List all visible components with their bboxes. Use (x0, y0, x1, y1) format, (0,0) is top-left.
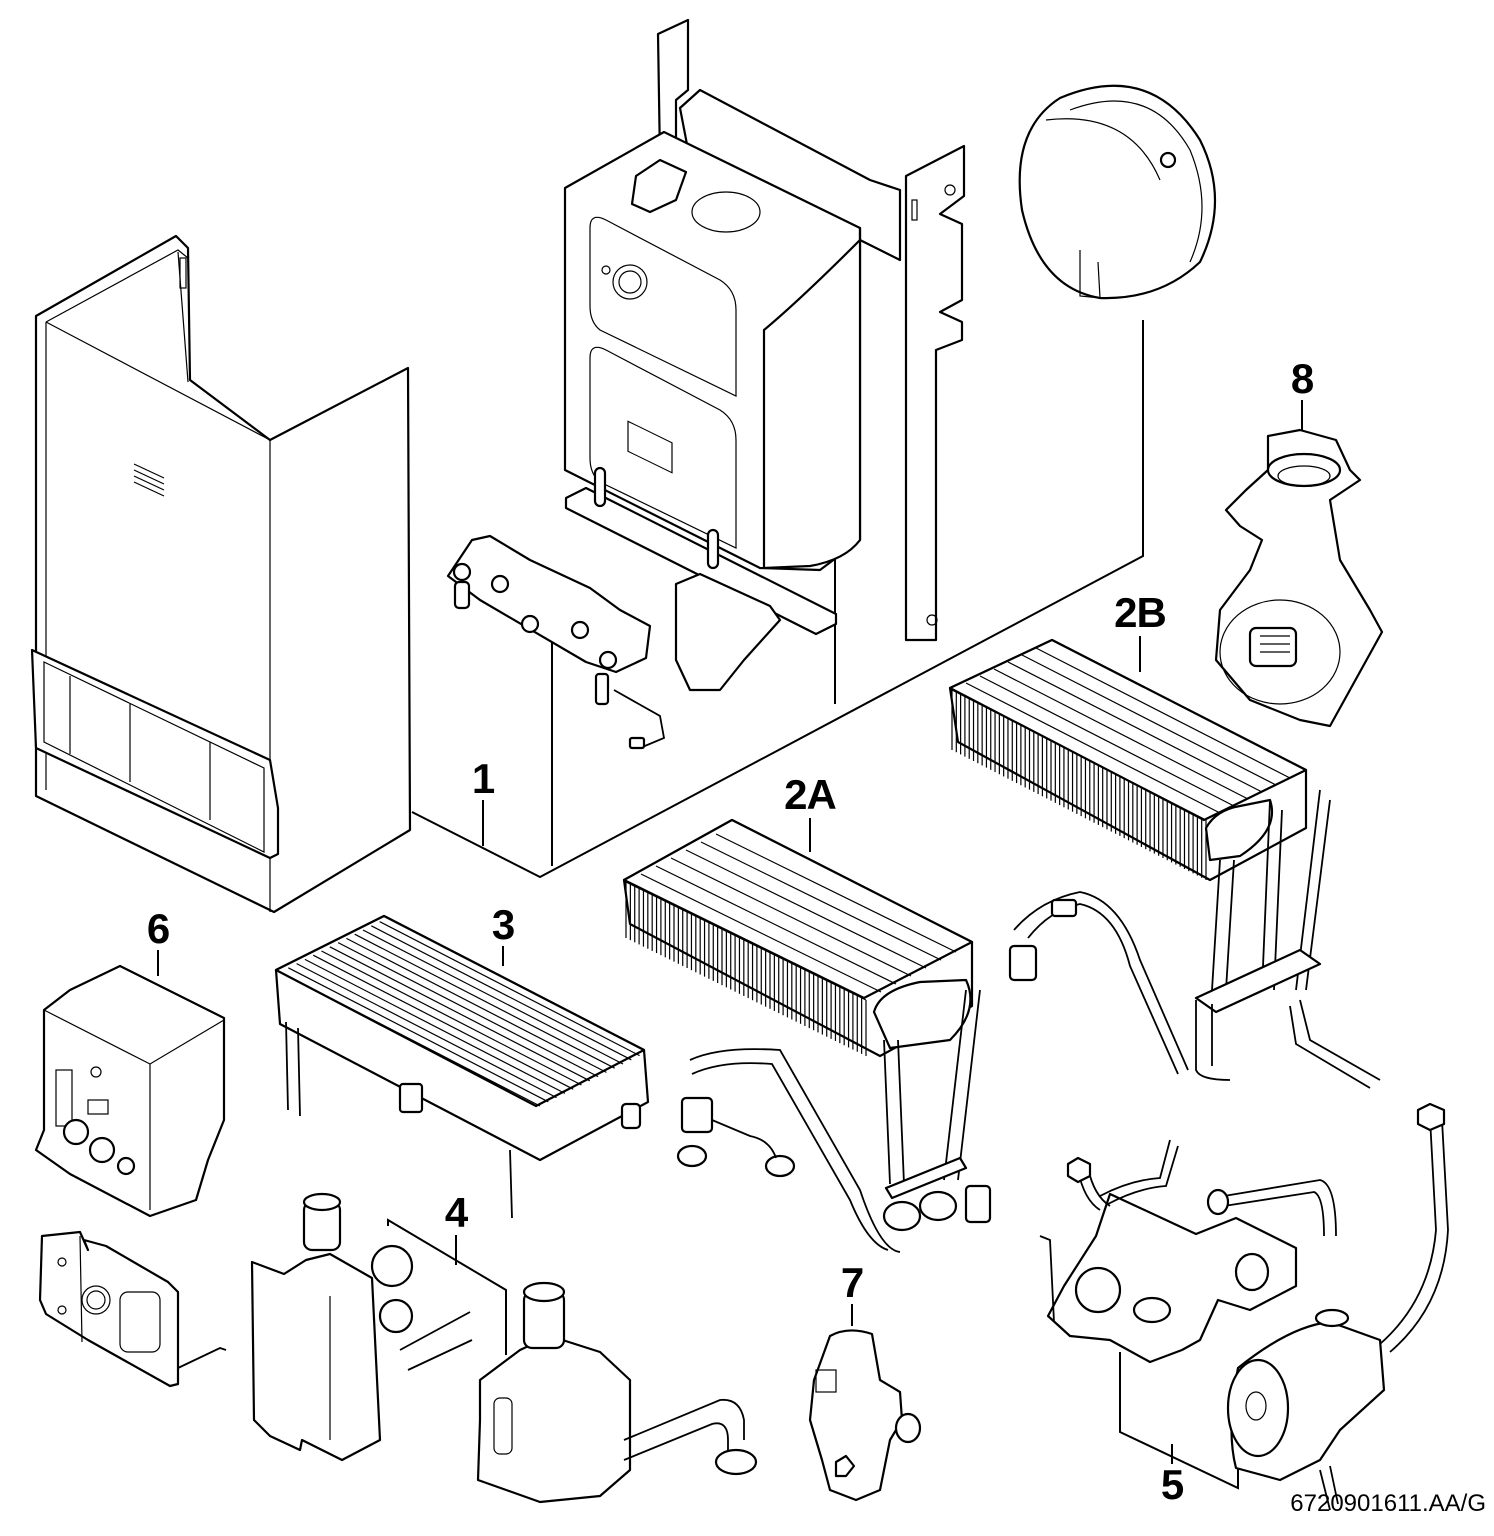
fin-row (362, 929, 624, 1065)
group-1-leader-lines (411, 320, 1144, 879)
burner-bars (279, 921, 640, 1107)
fin-row (1035, 647, 1291, 779)
fin-row (640, 873, 882, 993)
fin-row (715, 833, 957, 953)
fin-row (312, 954, 574, 1090)
callout-3: 3 (491, 901, 515, 948)
fin-row (625, 881, 867, 1001)
fin-row (1007, 661, 1263, 793)
callout-1: 1 (471, 755, 495, 802)
fin-row (337, 942, 599, 1078)
connection-plate (446, 534, 666, 750)
fin-row (279, 971, 541, 1107)
vent-slots (133, 463, 165, 497)
fin-row (288, 967, 549, 1103)
control-panel-plate (38, 1230, 227, 1388)
fin-row (354, 933, 615, 1069)
fin-row (685, 849, 927, 969)
heat-exchanger-2B (948, 636, 1381, 1089)
fin-row (346, 937, 607, 1073)
boiler-chassis (563, 130, 862, 692)
callout-4: 4 (444, 1189, 468, 1236)
gas-valves (250, 1192, 758, 1504)
callout-5: 5 (1160, 1461, 1184, 1508)
diverter-valve (808, 1304, 922, 1502)
fin-row (304, 958, 566, 1094)
fin-row (1021, 654, 1277, 786)
fin-row (655, 865, 897, 985)
document-number: 6720901611.AA/G (1290, 1490, 1486, 1517)
fin-row (296, 963, 557, 1099)
fin-row (993, 668, 1249, 800)
callout-6: 6 (146, 905, 170, 952)
hydraulic-assembly (1039, 1102, 1449, 1511)
fin-row (670, 857, 912, 977)
fin-row (965, 682, 1221, 814)
fin-row (979, 675, 1235, 807)
fin-row (371, 925, 632, 1061)
fan-assembly (1214, 400, 1384, 728)
fin-row (321, 950, 582, 1086)
hydraulic-block (1039, 1139, 1337, 1364)
fin-row (379, 921, 640, 1057)
callout-8: 8 (1290, 355, 1314, 402)
fan-motor (1248, 626, 1298, 668)
expansion-vessel (1018, 84, 1217, 300)
pipes-2B (1008, 789, 1381, 1089)
fins-2A (625, 833, 957, 1056)
callout-2B: 2B (1114, 589, 1167, 636)
front-casing (30, 234, 412, 914)
callout-2A: 2A (784, 771, 837, 818)
pump (1226, 1102, 1449, 1511)
callout-7: 7 (840, 1259, 864, 1306)
heat-exchanger-2A (622, 818, 992, 1253)
control-unit (34, 950, 226, 1218)
gas-valve-a (250, 1192, 473, 1462)
pipes-2A (676, 989, 992, 1253)
burner (274, 914, 650, 1219)
gas-valve-b (476, 1281, 758, 1504)
fin-row (329, 946, 591, 1082)
fin-row (951, 689, 1207, 821)
fin-row (700, 841, 942, 961)
